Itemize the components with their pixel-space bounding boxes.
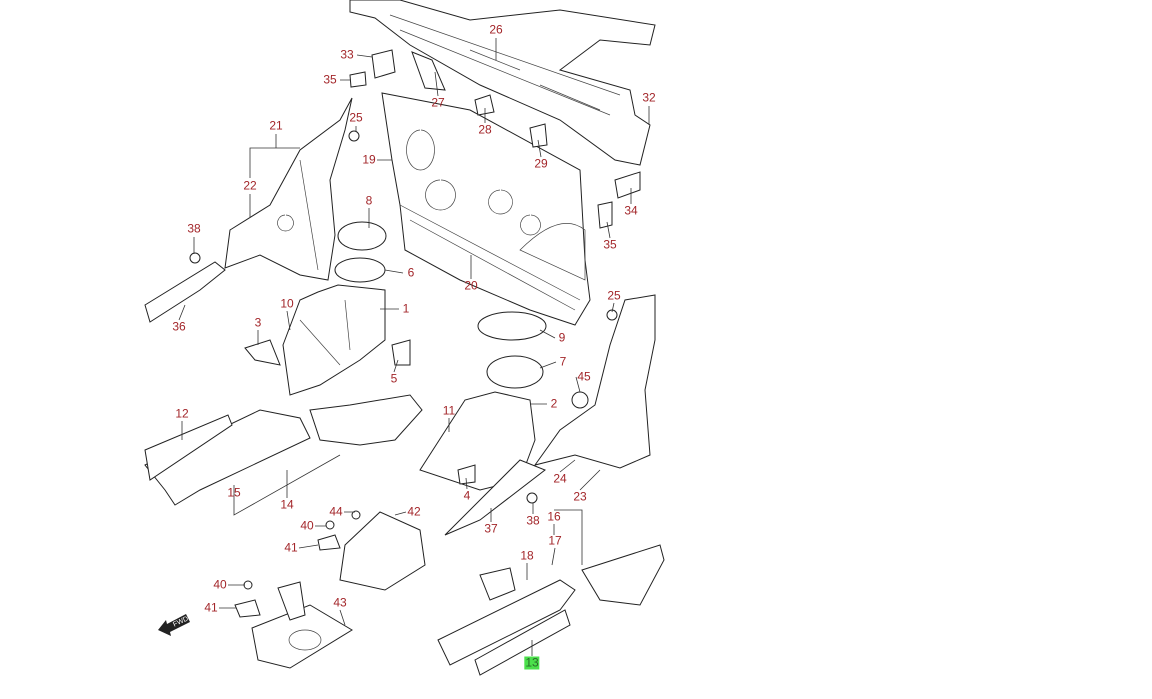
part-floor-tray-42 bbox=[339, 511, 426, 591]
callout-label-17[interactable]: 17 bbox=[548, 533, 562, 548]
callout-label-2[interactable]: 2 bbox=[550, 396, 558, 411]
part-left-strut-tower bbox=[282, 221, 387, 396]
callout-label-42[interactable]: 42 bbox=[407, 504, 421, 519]
callout-label-5[interactable]: 5 bbox=[390, 371, 398, 386]
callout-label-14[interactable]: 14 bbox=[280, 497, 294, 512]
callout-label-35[interactable]: 35 bbox=[603, 237, 617, 252]
callout-label-6[interactable]: 6 bbox=[407, 265, 415, 280]
callout-label-41[interactable]: 41 bbox=[284, 540, 298, 555]
callout-label-4[interactable]: 4 bbox=[463, 488, 471, 503]
fwd-arrow-icon: FWD bbox=[158, 612, 192, 643]
callout-label-18[interactable]: 18 bbox=[520, 548, 534, 563]
callout-label-33[interactable]: 33 bbox=[340, 47, 354, 62]
callout-label-13[interactable]: 13 bbox=[524, 655, 540, 670]
callout-label-3[interactable]: 3 bbox=[254, 315, 262, 330]
fasteners bbox=[189, 49, 641, 618]
leader-lines bbox=[178, 38, 650, 656]
callout-label-40[interactable]: 40 bbox=[300, 518, 314, 533]
callout-label-38[interactable]: 38 bbox=[187, 221, 201, 236]
callout-label-32[interactable]: 32 bbox=[642, 90, 656, 105]
part-left-side-member-36 bbox=[144, 261, 226, 323]
callout-label-25[interactable]: 25 bbox=[607, 288, 621, 303]
callout-label-10[interactable]: 10 bbox=[280, 296, 294, 311]
callout-label-23[interactable]: 23 bbox=[573, 489, 587, 504]
callout-label-45[interactable]: 45 bbox=[577, 369, 591, 384]
part-right-front-side-member bbox=[437, 544, 665, 676]
callout-label-38[interactable]: 38 bbox=[526, 513, 540, 528]
callout-label-37[interactable]: 37 bbox=[484, 521, 498, 536]
callout-label-41[interactable]: 41 bbox=[204, 600, 218, 615]
callout-label-27[interactable]: 27 bbox=[431, 95, 445, 110]
callout-label-19[interactable]: 19 bbox=[362, 152, 376, 167]
callout-label-34[interactable]: 34 bbox=[624, 203, 638, 218]
callout-label-12[interactable]: 12 bbox=[175, 406, 189, 421]
callout-label-22[interactable]: 22 bbox=[243, 178, 257, 193]
callout-label-20[interactable]: 20 bbox=[464, 278, 478, 293]
part-right-strut-tower bbox=[419, 311, 547, 491]
callout-label-40[interactable]: 40 bbox=[213, 577, 227, 592]
svg-text:FWD: FWD bbox=[172, 615, 189, 628]
callout-label-1[interactable]: 1 bbox=[402, 301, 410, 316]
callout-label-8[interactable]: 8 bbox=[365, 193, 373, 208]
callout-label-26[interactable]: 26 bbox=[489, 22, 503, 37]
callout-label-25[interactable]: 25 bbox=[349, 110, 363, 125]
callout-label-43[interactable]: 43 bbox=[333, 595, 347, 610]
part-dash-panel bbox=[381, 92, 591, 326]
callout-label-35[interactable]: 35 bbox=[323, 72, 337, 87]
callout-label-24[interactable]: 24 bbox=[553, 471, 567, 486]
part-cowl-top-panel bbox=[349, 0, 656, 166]
callout-label-21[interactable]: 21 bbox=[269, 118, 283, 133]
callout-label-36[interactable]: 36 bbox=[172, 319, 186, 334]
callout-label-15[interactable]: 15 bbox=[227, 485, 241, 500]
part-floor-tray-43 bbox=[251, 581, 353, 669]
part-right-apron bbox=[444, 294, 656, 536]
callout-label-7[interactable]: 7 bbox=[559, 354, 567, 369]
callout-label-29[interactable]: 29 bbox=[534, 156, 548, 171]
part-left-front-side-member bbox=[144, 394, 423, 506]
callout-label-28[interactable]: 28 bbox=[478, 122, 492, 137]
part-left-apron bbox=[224, 97, 353, 281]
callout-label-11[interactable]: 11 bbox=[442, 403, 456, 418]
callout-label-44[interactable]: 44 bbox=[329, 504, 343, 519]
callout-label-16[interactable]: 16 bbox=[547, 509, 561, 524]
callout-label-9[interactable]: 9 bbox=[558, 330, 566, 345]
